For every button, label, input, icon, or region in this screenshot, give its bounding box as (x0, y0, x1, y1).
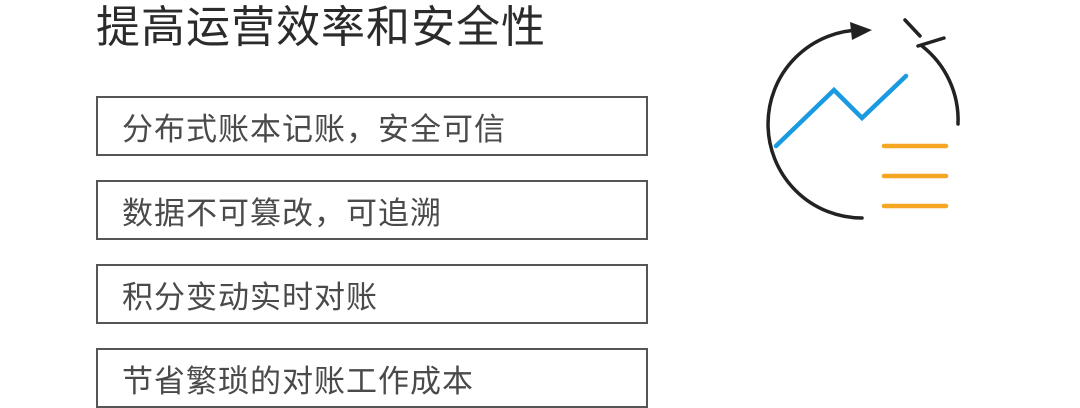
feature-label: 数据不可篡改，可追溯 (122, 195, 442, 232)
feature-list: 分布式账本记账，安全可信 数据不可篡改，可追溯 积分变动实时对账 节省繁琐的对账… (96, 96, 648, 408)
feature-item-distributed-ledger: 分布式账本记账，安全可信 (96, 96, 648, 156)
feature-label: 节省繁琐的对账工作成本 (122, 363, 474, 400)
cycle-arrowhead (850, 22, 872, 40)
feature-label: 积分变动实时对账 (122, 279, 378, 316)
feature-label: 分布式账本记账，安全可信 (122, 111, 506, 148)
cycle-arc (766, 28, 864, 220)
feature-item-cost-saving: 节省繁琐的对账工作成本 (96, 348, 648, 408)
efficiency-cycle-chart-icon (766, 18, 960, 220)
page-title: 提高运营效率和安全性 (96, 2, 546, 53)
feature-item-realtime-reconciliation: 积分变动实时对账 (96, 264, 648, 324)
cycle-arc-right (920, 44, 960, 126)
trend-line (773, 73, 909, 149)
feature-item-tamper-proof: 数据不可篡改，可追溯 (96, 180, 648, 240)
cycle-tick (903, 18, 946, 48)
